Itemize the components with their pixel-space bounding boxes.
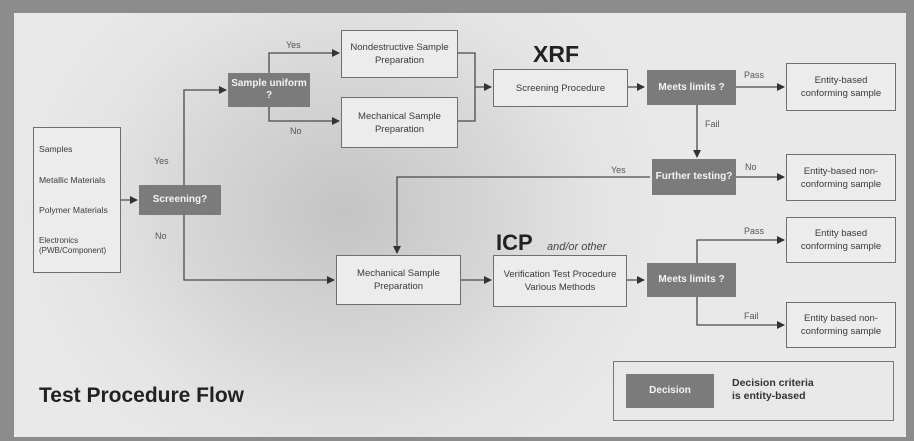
decision-screening: Screening?: [139, 185, 221, 215]
edge-label-no-screening: No: [155, 231, 167, 241]
edge-label-no-upper: No: [290, 126, 302, 136]
decision-sample-uniform-label: Sample uniform ?: [231, 78, 307, 101]
edge-label-pass-bottom: Pass: [744, 226, 765, 236]
screening-procedure-label: Screening Procedure: [515, 82, 606, 94]
edge-uniform-no: [268, 107, 340, 125]
edge-screening-yes: [183, 86, 227, 188]
connector-lines: [120, 49, 785, 329]
edge-label-fail-top: Fail: [705, 119, 720, 129]
samples-item-metallic: Metallic Materials: [39, 174, 106, 185]
edge-label-no-further: No: [745, 162, 757, 172]
conforming-top-box: Entity-based conforming sample: [786, 63, 896, 111]
nondestructive-prep-label: Nondestructive Sample Preparation: [350, 42, 449, 66]
legend-decision-badge: Decision: [626, 374, 714, 408]
mechanical-prep-top-label: Mechanical Sample Preparation: [358, 110, 441, 135]
edge-nondestructive-join: [458, 52, 476, 87]
edge-meets2-fail: [696, 297, 785, 329]
xrf-label: XRF: [533, 41, 579, 67]
decision-meets-limits-bottom-label: Meets limits ?: [658, 274, 725, 285]
icp-sub-label: and/or other: [547, 241, 607, 253]
edge-label-pass-top: Pass: [744, 70, 765, 80]
mechanical-prep-bottom-box: Mechanical Sample Preparation: [336, 255, 461, 305]
nondestructive-prep-box: Nondestructive Sample Preparation: [341, 30, 458, 78]
samples-title: Samples: [39, 144, 73, 155]
nonconforming-bottom-box: Entity based non-conforming sample: [786, 302, 896, 348]
decision-meets-limits-top: Meets limits ?: [647, 70, 736, 105]
decision-further-testing-label: Further testing?: [655, 171, 733, 182]
verification-box: Verification Test Procedure Various Meth…: [493, 255, 627, 307]
nonconforming-bottom-label: Entity based non-conforming sample: [800, 313, 882, 337]
samples-item-polymer: Polymer Materials: [39, 205, 108, 216]
mechanical-prep-bottom-label: Mechanical Sample Preparation: [357, 268, 440, 292]
edge-meets2-pass: [696, 236, 785, 263]
diagram-canvas: Samples Metallic Materials Polymer Mater…: [14, 13, 906, 437]
mechanical-prep-top-box: Mechanical Sample Preparation: [341, 97, 458, 148]
edge-label-yes-further: Yes: [611, 165, 626, 175]
conforming-bottom-box: Entity based conforming sample: [786, 217, 896, 263]
screening-procedure-box: Screening Procedure: [493, 69, 628, 107]
samples-box: Samples Metallic Materials Polymer Mater…: [33, 127, 121, 273]
edge-label-yes-screening: Yes: [154, 156, 169, 166]
decision-screening-label: Screening?: [152, 194, 208, 205]
icp-label: ICP: [496, 230, 533, 255]
decision-sample-uniform: Sample uniform ?: [228, 73, 310, 107]
edge-further-yes: [393, 176, 650, 254]
conforming-bottom-label: Entity based conforming sample: [800, 228, 882, 252]
decision-meets-limits-top-label: Meets limits ?: [658, 81, 725, 93]
nonconforming-mid-box: Entity-based non-conforming sample: [786, 154, 896, 201]
samples-item-electronics: Electronics (PWB/Component): [39, 235, 107, 255]
decision-meets-limits-bottom: Meets limits ?: [647, 263, 736, 297]
edge-screening-no: [183, 213, 335, 284]
nonconforming-mid-label: Entity-based non-conforming sample: [800, 165, 882, 190]
edge-label-fail-bottom: Fail: [744, 311, 759, 321]
edge-label-yes-upper: Yes: [286, 40, 301, 50]
verification-label: Verification Test Procedure Various Meth…: [503, 269, 617, 293]
decision-further-testing: Further testing?: [652, 159, 736, 195]
legend-text: Decision criteria is entity-based: [732, 377, 814, 402]
diagram-title: Test Procedure Flow: [39, 384, 244, 407]
edge-uniform-yes: [268, 49, 340, 75]
edge-mechanical-join: [458, 87, 476, 122]
conforming-top-label: Entity-based conforming sample: [800, 75, 882, 99]
legend-box: Decision Decision criteria is entity-bas…: [613, 361, 894, 421]
